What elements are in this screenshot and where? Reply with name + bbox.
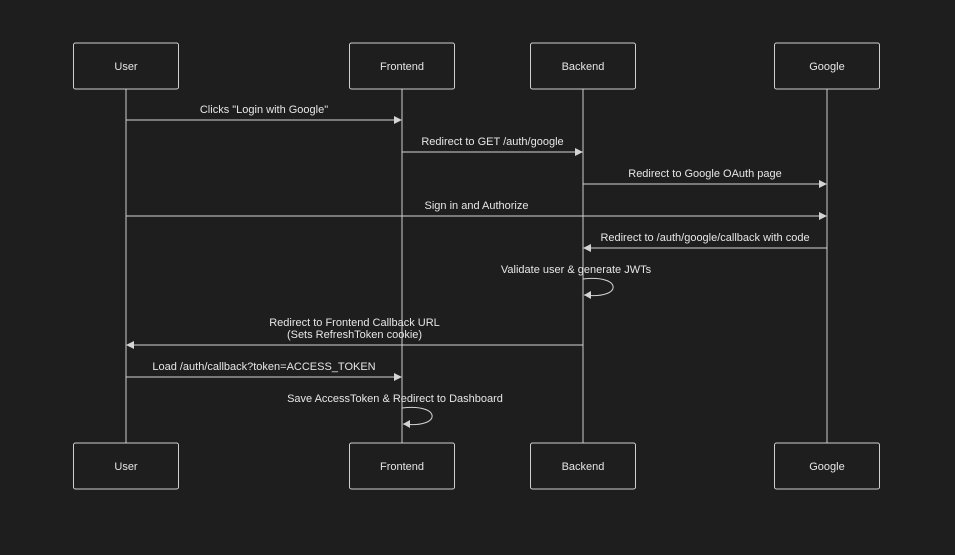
- message-label: Load /auth/callback?token=ACCESS_TOKEN: [152, 361, 375, 373]
- actor-label: Backend: [562, 461, 605, 473]
- message-8: Load /auth/callback?token=ACCESS_TOKEN: [126, 361, 402, 381]
- actor-box: [774, 442, 880, 490]
- actor-box: [73, 442, 179, 490]
- message-3: Redirect to Google OAuth page: [583, 168, 827, 188]
- actor-label: Google: [809, 61, 844, 73]
- message-label: Validate user & generate JWTs: [501, 264, 652, 276]
- message-label: Sign in and Authorize: [425, 200, 529, 212]
- actor-box: [774, 42, 880, 90]
- lifelines: [125, 89, 828, 443]
- actor-label: Frontend: [380, 61, 424, 73]
- actor-user-bottom: User: [73, 442, 179, 490]
- message-2: Redirect to GET /auth/google: [402, 136, 583, 156]
- message-line: [401, 406, 433, 426]
- actor-google-top: Google: [774, 42, 880, 90]
- actor-frontend-top: Frontend: [349, 42, 455, 90]
- message-label: Redirect to GET /auth/google: [421, 136, 563, 148]
- arrowhead: [584, 291, 591, 299]
- arrowhead: [819, 180, 827, 188]
- actor-box: [349, 442, 455, 490]
- arrowhead: [394, 116, 402, 124]
- arrowhead: [583, 244, 591, 252]
- actor-backend-top: Backend: [530, 42, 636, 90]
- actor-label: User: [114, 61, 138, 73]
- arrowhead: [575, 148, 583, 156]
- actors-top: User Frontend Backend Google: [73, 42, 880, 90]
- messages: Clicks "Login with Google" Redirect to GE…: [126, 104, 827, 428]
- message-7: Redirect to Frontend Callback URL(Sets R…: [126, 317, 583, 349]
- message-label: Redirect to Google OAuth page: [628, 168, 781, 180]
- actor-google-bottom: Google: [774, 442, 880, 490]
- message-1: Clicks "Login with Google": [126, 104, 402, 124]
- arrowhead: [403, 420, 410, 428]
- message-9: Save AccessToken & Redirect to Dashboard: [287, 393, 503, 428]
- actor-label: Google: [809, 461, 844, 473]
- actor-frontend-bottom: Frontend: [349, 442, 455, 490]
- actor-backend-bottom: Backend: [530, 442, 636, 490]
- message-4: Sign in and Authorize: [126, 200, 827, 220]
- actor-box: [530, 442, 636, 490]
- actor-box: [349, 42, 455, 90]
- message-label: (Sets RefreshToken cookie): [287, 329, 422, 341]
- actors-bottom: User Frontend Backend Google: [73, 442, 880, 490]
- message-label: Save AccessToken & Redirect to Dashboard: [287, 393, 503, 405]
- actor-label: User: [114, 461, 138, 473]
- message-label: Redirect to Frontend Callback URL: [269, 317, 440, 329]
- actor-box: [530, 42, 636, 90]
- message-line: [582, 277, 614, 297]
- message-label: Clicks "Login with Google": [200, 104, 328, 116]
- arrowhead: [126, 341, 134, 349]
- message-label: Redirect to /auth/google/callback with c…: [600, 232, 809, 244]
- message-5: Redirect to /auth/google/callback with c…: [583, 232, 827, 252]
- actor-user-top: User: [73, 42, 179, 90]
- actor-label: Frontend: [380, 461, 424, 473]
- arrowhead: [819, 212, 827, 220]
- actor-label: Backend: [562, 61, 605, 73]
- actor-box: [73, 42, 179, 90]
- message-6: Validate user & generate JWTs: [501, 264, 652, 299]
- arrowhead: [394, 373, 402, 381]
